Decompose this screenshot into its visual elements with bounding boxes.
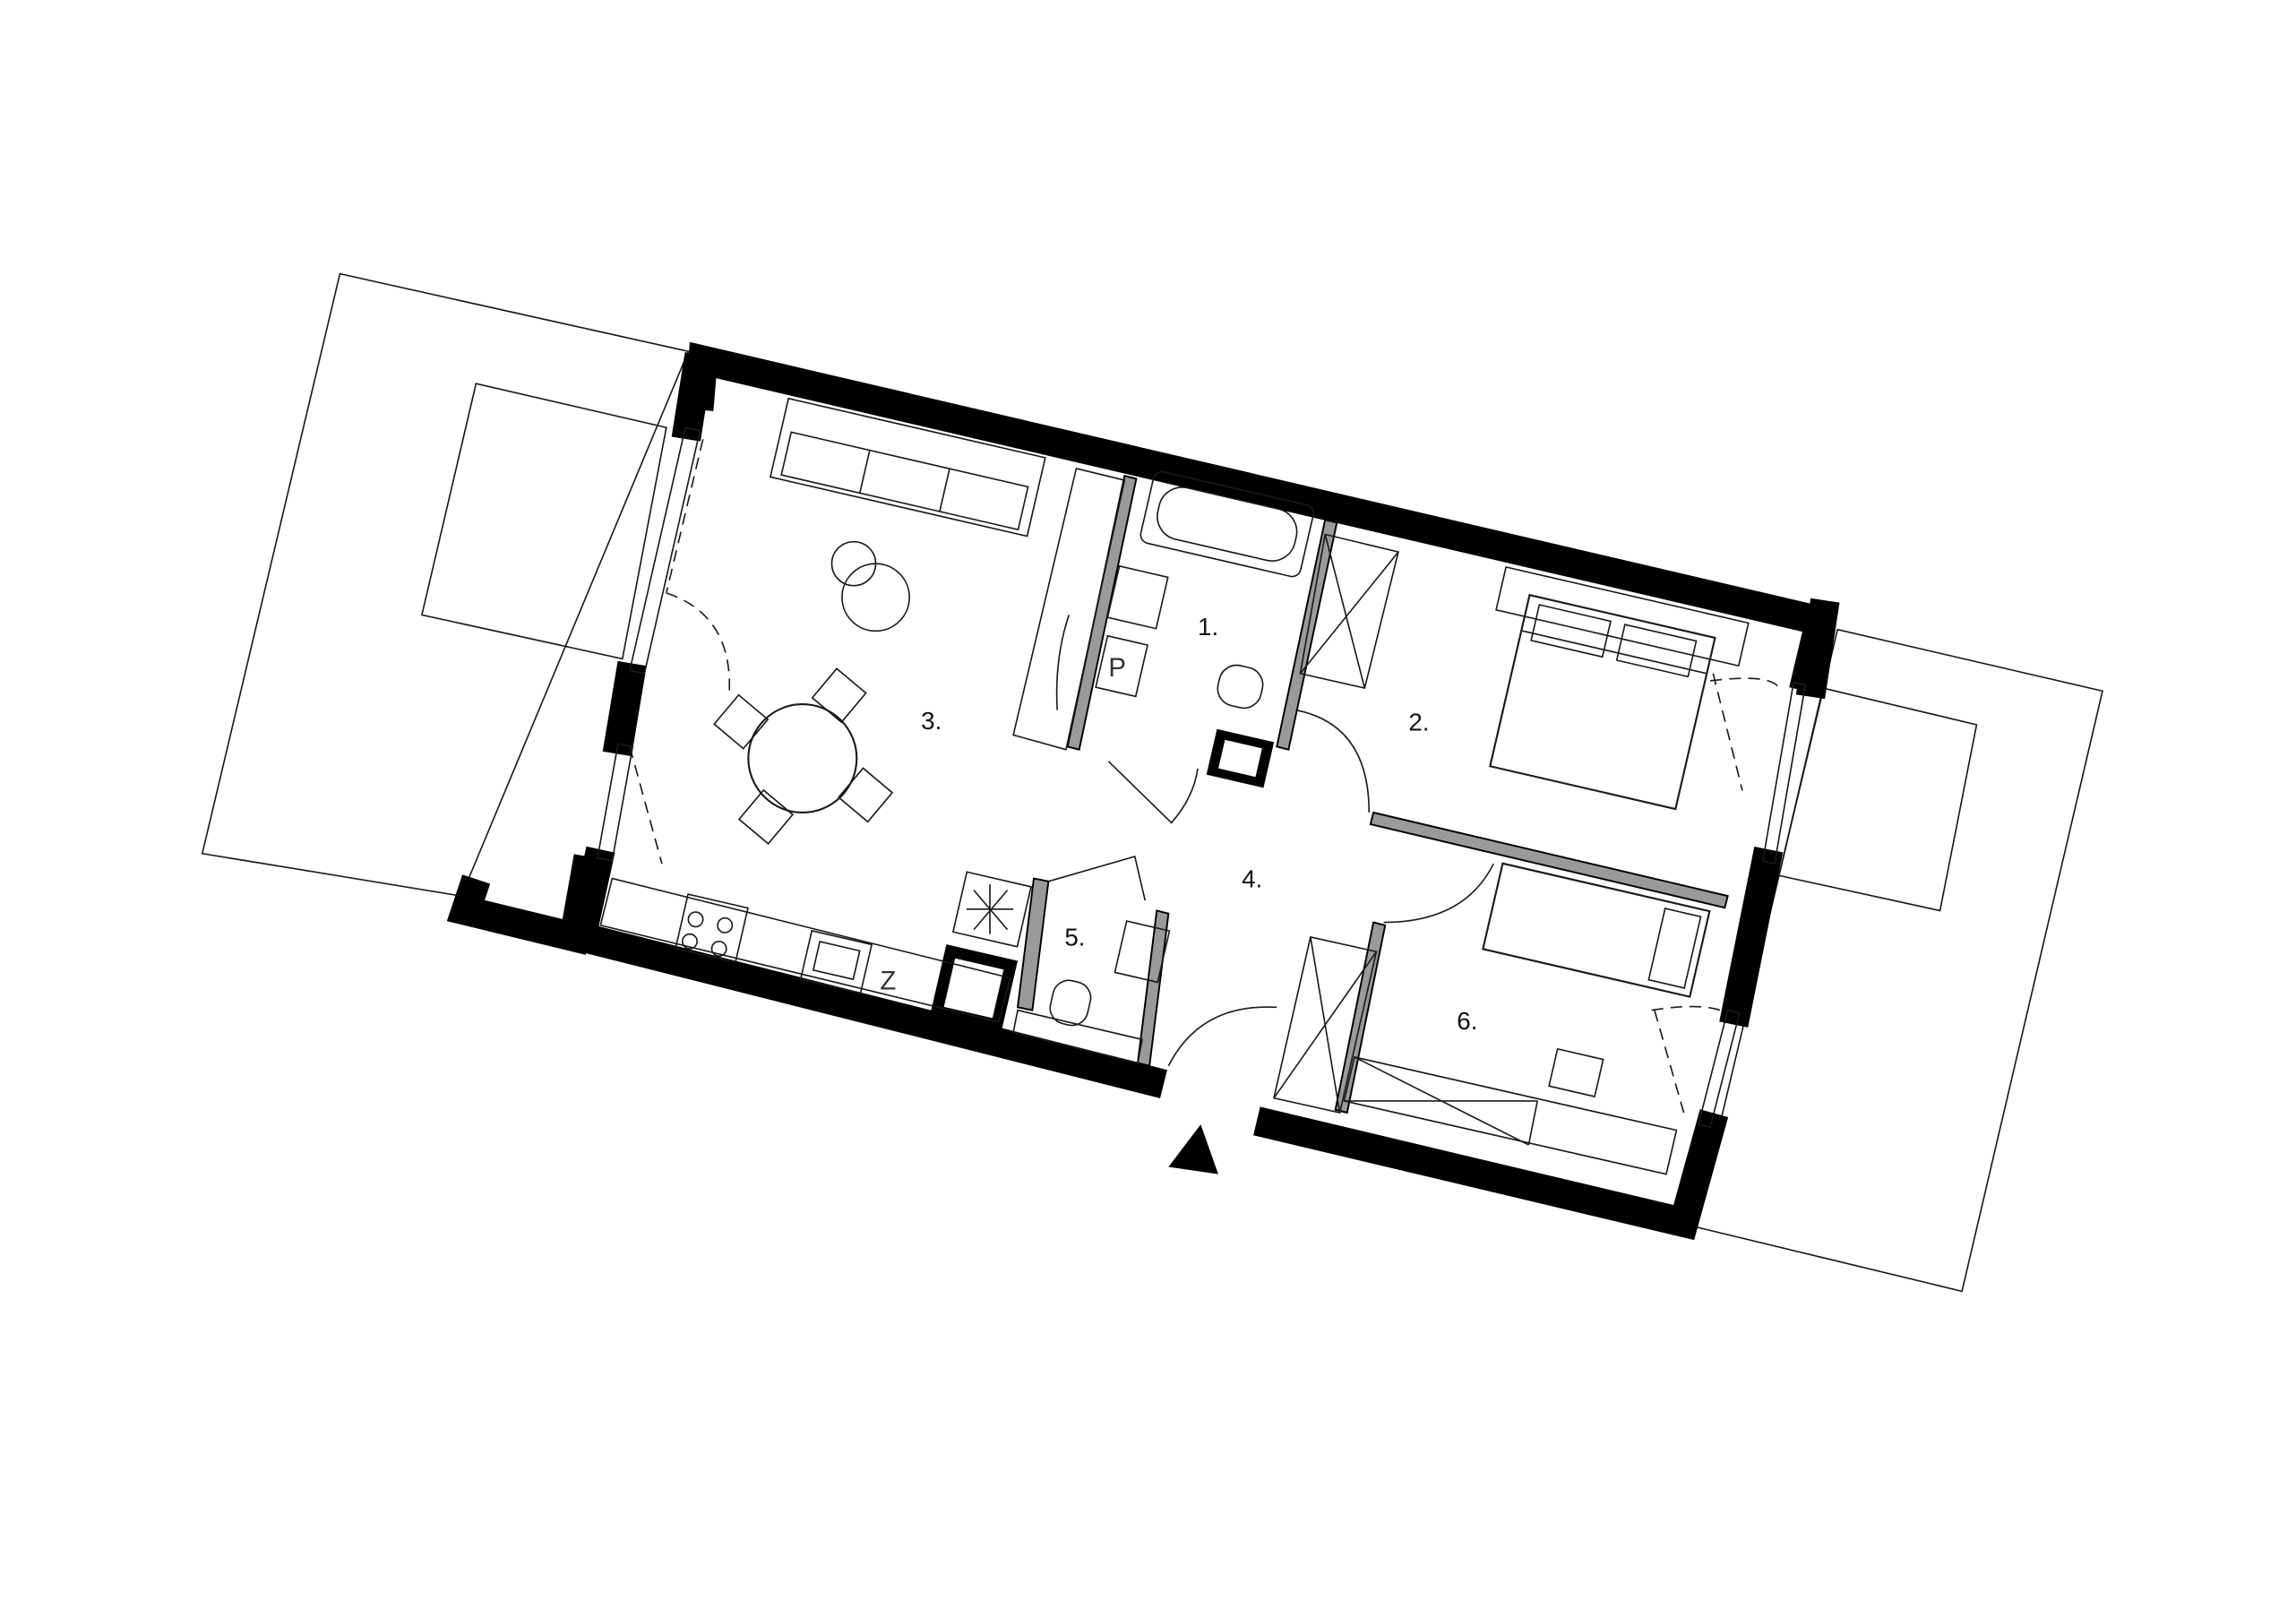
living-room-furniture xyxy=(769,397,1046,538)
wc xyxy=(1012,920,1171,1064)
outer-walls xyxy=(446,341,1840,1241)
fixture-label-z: Z xyxy=(880,967,896,996)
balcony-doors xyxy=(629,439,1780,1114)
dining-table xyxy=(713,667,894,845)
room-label-3: 3. xyxy=(921,707,942,735)
windows xyxy=(597,426,1807,1129)
interior-doors xyxy=(1048,709,1494,1067)
room-label-4: 4. xyxy=(1242,865,1262,892)
kitchen: Z xyxy=(599,871,1032,1023)
mirror xyxy=(1055,615,1071,710)
bedroom6-furniture xyxy=(1482,862,1711,1097)
balcony-right xyxy=(1694,628,2103,1293)
entrance-arrow-icon xyxy=(1168,1124,1218,1174)
wardrobe xyxy=(1012,467,1126,751)
fixture-label-p: P xyxy=(1108,653,1126,683)
room-label-2: 2. xyxy=(1408,708,1429,736)
room-label-1: 1. xyxy=(1198,613,1218,641)
bathroom: P xyxy=(1095,470,1314,710)
room-label-6: 6. xyxy=(1457,1007,1477,1035)
balcony-left xyxy=(201,272,690,898)
room-label-5: 5. xyxy=(1064,924,1085,951)
bedroom-furniture xyxy=(1489,565,1750,811)
room-labels: 1. 2. 3. 4. 5. 6. xyxy=(921,613,1477,1035)
